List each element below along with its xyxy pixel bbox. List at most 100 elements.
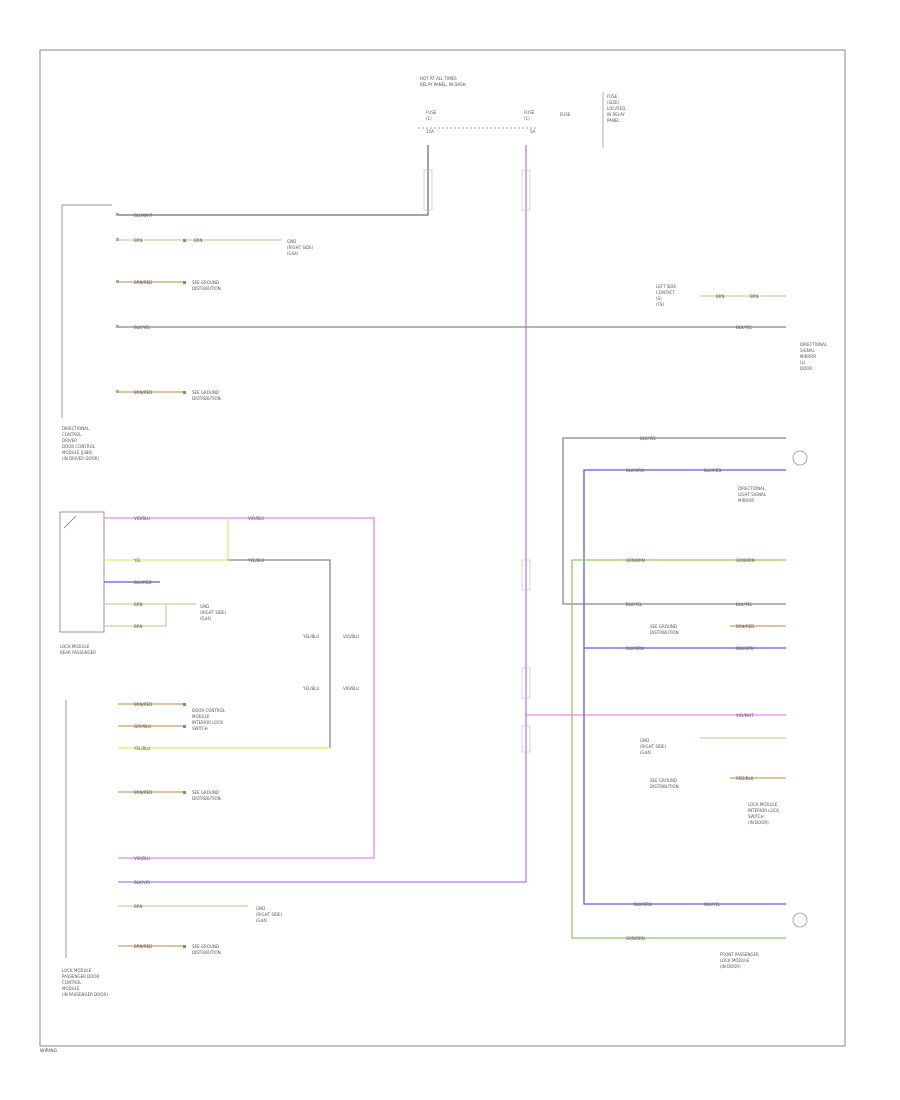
svg-text:MODULE: MODULE (192, 714, 210, 719)
svg-text:DRIVER: DRIVER (62, 438, 77, 443)
splice-label-1: YEL/BLU (302, 686, 319, 691)
wire-code-37: GRN/BRN (626, 936, 645, 941)
wire-code-35: BLK/GRN (634, 902, 652, 907)
fuse-b-size: 5A (530, 129, 536, 134)
svg-text:INTERIOR LOCK: INTERIOR LOCK (748, 808, 779, 813)
svg-text:DISTRIBUTION: DISTRIBUTION (192, 396, 221, 401)
svg-text:(G44): (G44) (287, 251, 299, 256)
svg-text:DISTRIBUTION: DISTRIBUTION (650, 630, 679, 635)
splice-label-4: VIO/BLU (343, 634, 359, 639)
svg-text:SWITCH: SWITCH (748, 814, 764, 819)
fuse-b-side-label: FUSE (560, 112, 571, 117)
wire-green-right (571, 559, 786, 939)
wire-code-33: BRN/RED (736, 624, 754, 629)
wire-yellow-1 (104, 518, 229, 561)
svg-text:LOCK MODULE: LOCK MODULE (60, 644, 90, 649)
ground-symbol-2 (792, 912, 808, 928)
fuse-a: FUSE (1) 15A (426, 110, 437, 134)
svg-text:CONTROL: CONTROL (62, 980, 82, 985)
ground-ref-2: GND (200, 604, 209, 609)
fuse-note-line-5: PANEL (607, 118, 620, 123)
svg-text:(IN DRIVER DOOR): (IN DRIVER DOOR) (62, 456, 100, 461)
wire-code-32: VIO/WHT (736, 713, 754, 718)
driver-switch-box (59, 511, 105, 633)
svg-text:(T8): (T8) (656, 302, 665, 307)
svg-text:LOCK MODULE: LOCK MODULE (748, 802, 778, 807)
wire-code-24: BLK/GRN (626, 468, 644, 473)
svg-text:CONTROL: CONTROL (62, 432, 82, 437)
wire-code-5: BLK/YEL (134, 325, 151, 330)
wire-code-3: BRN (194, 238, 203, 243)
right-bottom-label: FRONT PASSENGER LOCK MODULE (IN DOOR) (720, 952, 759, 969)
svg-text:SIGNAL: SIGNAL (800, 348, 816, 353)
fuse-note-line-1: FUSE (607, 94, 618, 99)
wire-code-6: BLK/YEL (736, 325, 753, 330)
svg-text:(G44): (G44) (640, 750, 652, 755)
svg-text:MODULE (J386): MODULE (J386) (62, 450, 93, 455)
top-module-label: DIRECTIONAL CONTROL DRIVER DOOR CONTROL … (62, 426, 100, 461)
svg-text:LOCK MODULE: LOCK MODULE (62, 968, 92, 973)
wire-code-36: BLU/YEL (704, 902, 721, 907)
splice-label-3: YEL/BLU (302, 634, 319, 639)
ground-ref-1: GND (287, 239, 296, 244)
right-item-label: DIRECTIONAL LIGHT SIGNAL MIRROR (738, 486, 767, 503)
svg-text:(RIGHT SIDE): (RIGHT SIDE) (640, 744, 667, 749)
wire-code-labels: BLU/WHT BRN BRN BRN/RED BLK/YEL BLK/YEL … (133, 213, 759, 949)
fuse-note-line-4: IN RELAY (607, 112, 625, 117)
svg-text:DOOR CONTROL: DOOR CONTROL (62, 444, 96, 449)
wire-code-14: BRN (134, 624, 143, 629)
svg-text:DISTRIBUTION: DISTRIBUTION (192, 286, 221, 291)
svg-text:MIRROR: MIRROR (738, 498, 754, 503)
wire-code-17: YEL/BLU (133, 746, 150, 751)
right-mid-label: LOCK MODULE INTERIOR LOCK SWITCH (IN DOO… (748, 802, 779, 825)
wire-code-7: BRN/RED (134, 390, 152, 395)
fuse-b: FUSE (1) 5A (524, 110, 536, 134)
right-top-ref: LEFT SIDE CONTACT (S) (T8) (656, 284, 677, 307)
svg-text:(S): (S) (656, 296, 662, 301)
wire-violet-bus (118, 145, 527, 883)
svg-text:(G44): (G44) (256, 918, 268, 923)
svg-text:(RIGHT SIDE): (RIGHT SIDE) (200, 610, 227, 615)
svg-text:MIRROR: MIRROR (800, 354, 816, 359)
svg-text:INTERIOR LOCK: INTERIOR LOCK (192, 720, 223, 725)
fuse-a-size: 15A (426, 129, 434, 134)
wire-code-39: BRN (750, 294, 759, 299)
connector-markers (183, 169, 531, 948)
svg-text:MODULE: MODULE (62, 986, 80, 991)
svg-text:(IN PASSENGER DOOR): (IN PASSENGER DOOR) (62, 992, 108, 997)
cluster-note-4: SEE GROUND (192, 944, 219, 949)
svg-text:DISTRIBUTION: DISTRIBUTION (650, 784, 679, 789)
wire-code-26: GRN/BRN (626, 558, 645, 563)
svg-text:(IN DOOR): (IN DOOR) (720, 964, 741, 969)
wire-code-20: BLK/VIO (134, 880, 150, 885)
svg-text:DIRECTIONAL: DIRECTIONAL (800, 342, 828, 347)
svg-text:DISTRIBUTION: DISTRIBUTION (192, 796, 221, 801)
svg-text:PASSENGER DOOR: PASSENGER DOOR (62, 974, 100, 979)
svg-text:REAR PASSENGER: REAR PASSENGER (60, 650, 96, 655)
svg-text:LEFT SIDE: LEFT SIDE (656, 284, 677, 289)
right-top-label: DIRECTIONAL SIGNAL MIRROR (L) DOOR (800, 342, 828, 371)
wire-code-10: YEL (133, 558, 142, 563)
fuse-header-line-2: RELAY PANEL, IN DASH (420, 82, 466, 87)
wire-blue-right-1 (583, 469, 786, 905)
wire-code-34: RED/BLK (736, 776, 754, 781)
cluster-note-3: SEE GROUND (192, 790, 219, 795)
fuse-note-line-2: (SIZE) (607, 100, 620, 105)
svg-text:DIRECTIONAL: DIRECTIONAL (738, 486, 766, 491)
wire-code-13: BRN (134, 602, 143, 607)
fuse-b-label: FUSE (524, 110, 535, 115)
svg-text:DOOR CONTROL: DOOR CONTROL (192, 708, 226, 713)
cluster-note-2: SEE GROUND (192, 390, 219, 395)
wire-fuse-a-feed (118, 145, 429, 216)
wire-code-28: BLK/YEL (626, 602, 643, 607)
top-module-box (61, 204, 112, 418)
fuse-a-number: (1) (426, 116, 432, 121)
bottom-left-caption: WIRING (40, 1048, 58, 1054)
svg-text:DISTRIBUTION: DISTRIBUTION (192, 950, 221, 955)
svg-text:DIRECTIONAL: DIRECTIONAL (62, 426, 90, 431)
wire-code-23: BLK/YEL (640, 436, 657, 441)
diagram-frame (39, 49, 846, 1047)
svg-text:(G44): (G44) (200, 616, 212, 621)
wire-code-12: BLU/RED (134, 580, 151, 585)
wire-code-2: BRN (134, 238, 143, 243)
